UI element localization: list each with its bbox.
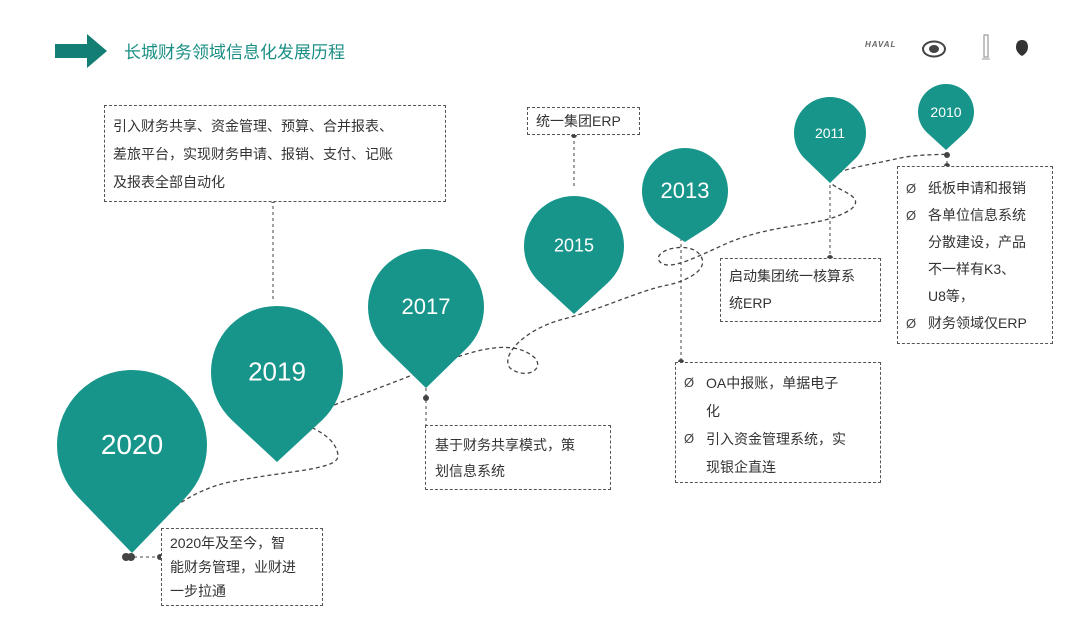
year-label-2010: 2010 <box>930 104 962 120</box>
year-label-2013: 2013 <box>660 178 710 203</box>
milestone-box-2013: Ø OA中报账，单据电子 化 Ø 引入资金管理系统，实 现银企直连 <box>675 362 881 483</box>
milestone-box-2011: 启动集团统一核算系 统ERP <box>720 258 881 322</box>
brand-tower-icon <box>982 34 990 60</box>
bullet-mark: Ø <box>906 181 917 196</box>
box-line: 统ERP <box>729 295 772 311</box>
milestone-box-2015: 统一集团ERP <box>527 107 640 135</box>
milestone-box-2019: 引入财务共享、资金管理、预算、合并报表、 差旅平台，实现财务申请、报销、支付、记… <box>104 105 446 202</box>
header-arrow-icon <box>55 34 107 68</box>
brand-shield-icon <box>1016 40 1028 56</box>
bullet-text-cont: U8等， <box>928 288 974 304</box>
box-line: 及报表全部自动化 <box>113 174 225 190</box>
box-line: 划信息系统 <box>435 463 505 479</box>
box-line: 基于财务共享模式，策 <box>435 437 575 453</box>
year-label-2017: 2017 <box>401 294 451 319</box>
year-label-2011: 2011 <box>814 125 846 141</box>
bullet-item: Ø 财务领域仅ERP <box>906 310 1044 337</box>
year-label-2020: 2020 <box>100 429 164 460</box>
bullet-item: Ø OA中报账，单据电子 <box>684 369 872 397</box>
bullet-text-cont: 化 <box>706 403 720 419</box>
box-line: 引入财务共享、资金管理、预算、合并报表、 <box>113 118 393 134</box>
map-pin-2017 <box>368 248 485 388</box>
connector-lines <box>128 135 948 558</box>
bullet-text: 纸板申请和报销 <box>928 180 1026 196</box>
bullet-item: Ø 引入资金管理系统，实 <box>684 425 872 453</box>
bullet-item: Ø 各单位信息系统 <box>906 202 1044 229</box>
map-pin-2011 <box>794 97 867 183</box>
bullet-text: 财务领域仅ERP <box>928 315 1027 331</box>
bullet-text-cont: 现银企直连 <box>706 459 776 475</box>
timeline-path <box>127 153 949 558</box>
map-pin-2019 <box>211 306 344 462</box>
bullet-text-cont: 不一样有K3、 <box>928 261 1016 277</box>
partner-logos: HAVAL <box>865 34 1065 64</box>
bullet-mark: Ø <box>906 208 917 223</box>
map-pin-2020 <box>57 369 208 553</box>
brand-emblem-icon <box>922 40 946 58</box>
bullet-mark: Ø <box>684 375 695 390</box>
bullet-text: OA中报账，单据电子 <box>706 375 839 391</box>
box-line: 能财务管理，业财进 <box>170 559 296 575</box>
milestone-box-2020: 2020年及至今，智 能财务管理，业财进 一步拉通 <box>161 528 323 606</box>
bullet-text-cont: 分散建设，产品 <box>928 234 1026 250</box>
map-pin-2010 <box>918 84 974 150</box>
year-label-2019: 2019 <box>248 356 306 387</box>
box-line: 差旅平台，实现财务申请、报销、支付、记账 <box>113 146 393 162</box>
map-pin-2015 <box>523 195 624 314</box>
milestone-box-2010: Ø 纸板申请和报销 Ø 各单位信息系统 分散建设，产品 不一样有K3、 U8等，… <box>897 166 1053 344</box>
bullet-item: Ø 纸板申请和报销 <box>906 175 1044 202</box>
bullet-mark: Ø <box>906 316 917 331</box>
box-line: 统一集团ERP <box>536 113 621 129</box>
year-label-2015: 2015 <box>553 235 595 256</box>
page-title: 长城财务领域信息化发展历程 <box>124 43 345 62</box>
milestone-box-2017: 基于财务共享模式，策 划信息系统 <box>425 425 611 490</box>
bullet-text: 各单位信息系统 <box>928 207 1026 223</box>
map-pin-2013 <box>642 147 728 242</box>
haval-logo: HAVAL <box>865 40 897 49</box>
box-line: 2020年及至今，智 <box>170 535 286 551</box>
bullet-mark: Ø <box>684 431 695 446</box>
box-line: 启动集团统一核算系 <box>729 268 855 284</box>
box-line: 一步拉通 <box>170 583 226 599</box>
bullet-text: 引入资金管理系统，实 <box>706 431 846 447</box>
